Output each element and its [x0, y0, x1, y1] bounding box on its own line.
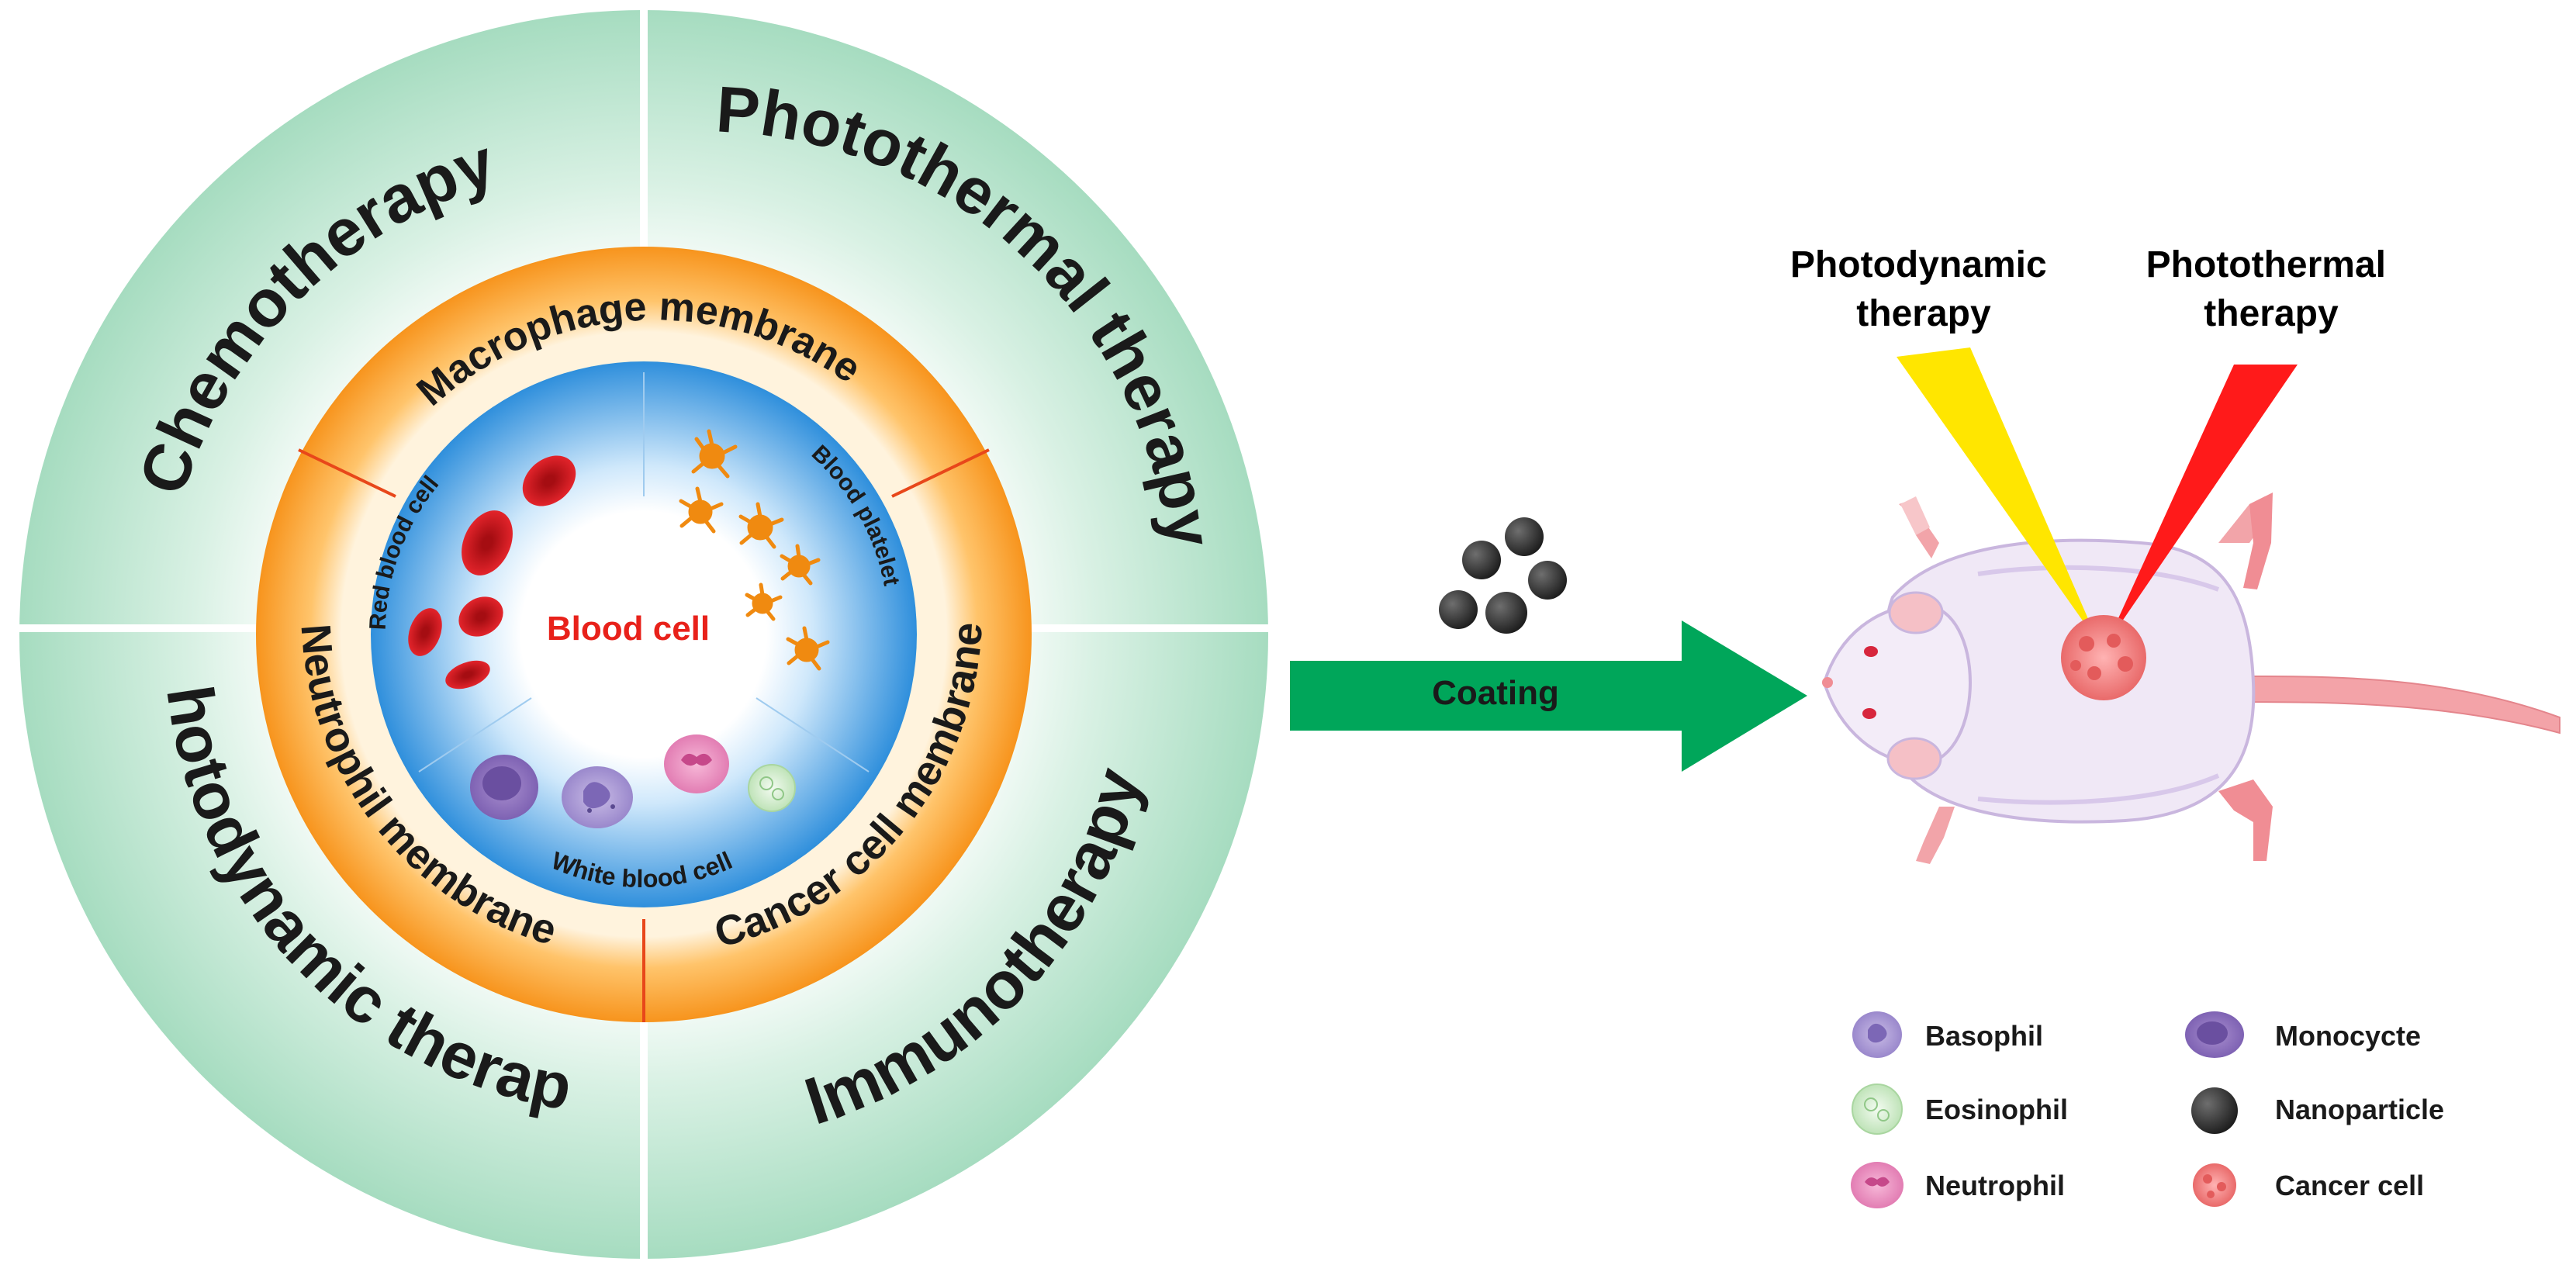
cancer-cell-icon: [2193, 1163, 2236, 1207]
mouse-nose: [1822, 677, 1833, 688]
coating-arrow: [1290, 620, 1807, 772]
platelet-icon: [679, 486, 724, 534]
mouse-eye: [1862, 708, 1876, 719]
mouse-leg: [1900, 496, 1930, 535]
center-circle: [527, 518, 760, 751]
platelet-icon: [738, 502, 784, 549]
basophil-icon: [562, 766, 633, 828]
platelet-icon: [786, 626, 830, 671]
neutrophil-icon: [664, 734, 729, 793]
mouse-tail: [2233, 675, 2560, 734]
coating-label: Coating: [1432, 674, 1559, 712]
nanoparticle-cluster: [1439, 517, 1567, 634]
mouse-head: [1822, 603, 1973, 766]
photothermal-therapy-beam-label: Photothermal therapy: [2146, 244, 2397, 334]
platelet-icon: [745, 582, 783, 621]
blood-cell-center-label: Blood cell: [547, 610, 710, 648]
legend-item-monocyte: Monocycte: [2185, 1011, 2421, 1058]
legend-label: Nanoparticle: [2275, 1094, 2444, 1125]
legend-item-neutrophil: Neutrophil: [1851, 1162, 2065, 1208]
legend-item-cancer-cell: Cancer cell: [2193, 1163, 2424, 1207]
mouse-leg: [2218, 779, 2273, 861]
white-blood-cells: [470, 734, 796, 828]
eosinophil-icon: [748, 764, 796, 812]
red-blood-cell-icon: [522, 455, 576, 506]
legend-label: Eosinophil: [1925, 1094, 2068, 1125]
photodynamic-light-beam: [1897, 347, 2099, 644]
legend-item-nanoparticle: Nanoparticle: [2191, 1087, 2444, 1134]
legend: Basophil Monocycte Eosinophil Nanopartic…: [1851, 1011, 2444, 1208]
mouse-eye: [1864, 646, 1878, 657]
legend-label: Basophil: [1925, 1020, 2043, 1052]
mouse-leg: [1916, 807, 1955, 864]
platelet-icon: [780, 544, 821, 586]
red-blood-cell-icon: [458, 596, 503, 637]
basophil-icon: [1852, 1011, 1902, 1058]
photodynamic-therapy-beam-label: Photodynamic therapy: [1790, 244, 2057, 334]
eosinophil-icon: [1852, 1084, 1903, 1135]
red-blood-cell-icon: [408, 608, 442, 656]
nanoparticle-icon: [1439, 590, 1478, 629]
monocyte-icon: [2185, 1011, 2244, 1058]
nanoparticle-icon: [1462, 541, 1501, 579]
nanoparticle-icon: [1485, 592, 1527, 634]
nanoparticle-icon: [2191, 1087, 2238, 1134]
mouse-ear: [1886, 737, 1942, 780]
legend-label: Neutrophil: [1925, 1170, 2065, 1201]
red-blood-cells: [408, 455, 576, 690]
legend-item-eosinophil: Eosinophil: [1852, 1084, 2068, 1135]
monocyte-icon: [470, 755, 538, 820]
tumor-cancer-cell-icon: [2061, 615, 2146, 700]
platelet-icon: [691, 429, 738, 479]
platelets: [679, 429, 830, 671]
neutrophil-icon: [1851, 1162, 1903, 1208]
mouse-ear: [1888, 591, 1944, 634]
nanoparticle-icon: [1505, 517, 1544, 556]
red-blood-cell-icon: [462, 510, 513, 575]
mouse-leg: [2243, 493, 2273, 589]
nanoparticle-icon: [1528, 561, 1567, 600]
legend-item-basophil: Basophil: [1852, 1011, 2043, 1058]
mouse-illustration: [1822, 493, 2560, 864]
legend-label: Monocycte: [2275, 1020, 2421, 1052]
legend-label: Cancer cell: [2275, 1170, 2424, 1201]
red-blood-cell-icon: [445, 660, 490, 690]
photothermal-light-beam: [2107, 365, 2298, 644]
